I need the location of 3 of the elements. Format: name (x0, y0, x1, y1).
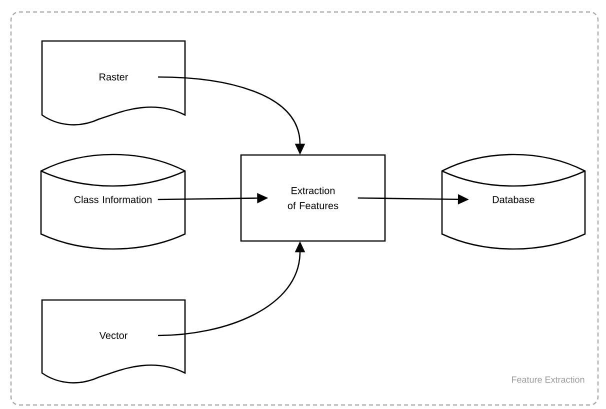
group-label: Feature Extraction (512, 376, 584, 383)
process-box: Extraction of Features (240, 154, 386, 242)
group-frame (10, 11, 599, 406)
